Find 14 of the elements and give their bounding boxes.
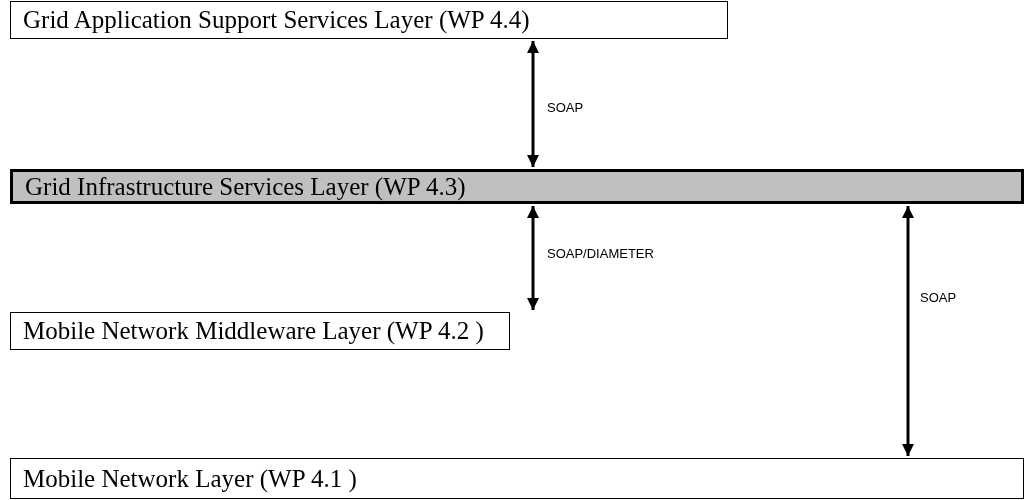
layer-box [10, 169, 1024, 204]
edge-label: SOAP [545, 100, 586, 115]
layer-box [10, 312, 510, 350]
edge-label: SOAP/DIAMETER [545, 246, 656, 261]
layer-box [10, 458, 1024, 499]
layer-box [10, 1, 728, 39]
layer-title: Grid Infrastructure Services Layer (WP 4.3) [25, 172, 466, 201]
double-arrow [527, 206, 539, 310]
double-arrow [902, 206, 914, 456]
edge-label: SOAP [918, 290, 959, 305]
layer-title: Mobile Network Layer (WP 4.1 ) [23, 464, 357, 493]
layer-title: Mobile Network Middleware Layer (WP 4.2 ) [23, 317, 484, 345]
double-arrow [527, 41, 539, 167]
layer-title: Grid Application Support Services Layer (WP 4.4) [23, 6, 530, 34]
